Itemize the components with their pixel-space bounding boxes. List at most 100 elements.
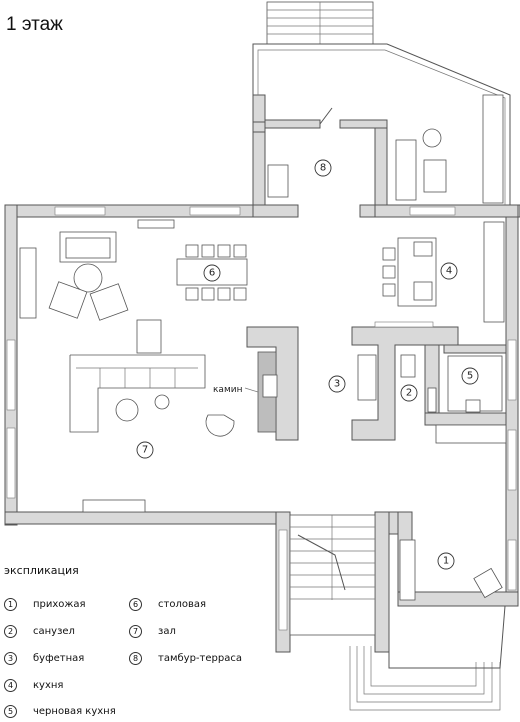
legend-label: буфетная (33, 652, 85, 664)
legend-number: 4 (4, 678, 17, 692)
window (54, 206, 106, 216)
legend-item: 8 тамбур-терраса (129, 650, 242, 666)
kitchen-bar (374, 321, 434, 328)
legend-number: 8 (129, 651, 142, 665)
svg-text:8: 8 (320, 163, 326, 174)
legend-label: зал (158, 625, 176, 637)
legend-number: 6 (129, 597, 142, 611)
room-marker-3: 3 (328, 375, 346, 393)
wall-hall-bottom (397, 591, 519, 607)
legend-title: экспликация (4, 564, 79, 577)
side-table (115, 398, 139, 422)
legend-number: 2 (4, 624, 17, 638)
stool (382, 265, 396, 279)
room-marker-1: 1 (437, 552, 455, 570)
armchair-right (89, 283, 129, 321)
fireplace-firebox (262, 374, 278, 398)
scullery-counter (435, 424, 507, 444)
toilet (400, 354, 416, 378)
tv-console (82, 499, 146, 513)
room-marker-5: 5 (461, 367, 479, 385)
wall-vestibule-top-r (339, 119, 388, 129)
ottoman (136, 319, 162, 354)
stool (382, 283, 396, 297)
room-markers: 1 2 3 4 5 6 7 8 (136, 159, 479, 570)
sofa-main (69, 354, 206, 433)
buffet-wall (351, 326, 459, 441)
wall-stair-right (374, 511, 390, 653)
svg-text:4: 4 (446, 266, 452, 277)
chair (233, 244, 247, 258)
svg-text:3: 3 (334, 379, 340, 390)
counter (482, 94, 504, 204)
scullery-sink (465, 399, 481, 413)
window (409, 206, 456, 216)
staircase (289, 514, 506, 711)
wall-vestibule-left (252, 94, 266, 218)
legend-number: 7 (129, 624, 142, 638)
sink (427, 387, 437, 413)
wall-vestibule-top-l (264, 119, 321, 129)
chair (185, 244, 199, 258)
hall-chair (473, 567, 503, 599)
legend-label: санузел (33, 625, 75, 637)
legend-item: 7 зал (129, 623, 176, 639)
svg-text:6: 6 (209, 268, 215, 279)
window (278, 529, 288, 631)
stool (154, 394, 170, 410)
terrace (252, 1, 511, 205)
legend-item: 1 прихожая (4, 596, 86, 612)
chair (217, 244, 231, 258)
scullery-bottom-wall (424, 412, 507, 426)
svg-text:5: 5 (467, 371, 473, 382)
wall-vestibule-right (374, 119, 388, 218)
kitchen-furniture (267, 94, 507, 444)
legend-label: кухня (33, 679, 64, 691)
console (137, 219, 175, 229)
windows (6, 206, 517, 631)
wall-vestibule-bottom-l (252, 204, 299, 218)
chair (185, 287, 199, 301)
floor-title: 1 этаж (6, 14, 63, 35)
kitchen-counter (483, 221, 505, 323)
legend-item: 2 санузел (4, 623, 75, 639)
radiator (267, 164, 289, 198)
island-sink (413, 241, 433, 257)
window (6, 427, 16, 499)
bench (395, 139, 417, 201)
legend-label: тамбур-терраса (158, 652, 242, 664)
room-marker-2: 2 (400, 384, 418, 402)
room-marker-7: 7 (136, 441, 154, 459)
legend-label: черновая кухня (33, 705, 116, 717)
chair (201, 287, 215, 301)
wall-bottom-left (4, 511, 291, 525)
island-hob (413, 281, 433, 301)
legend-number: 3 (4, 651, 17, 665)
legend-item: 6 столовая (129, 596, 206, 612)
window (507, 539, 517, 591)
sofa-top-seat (65, 237, 111, 259)
scullery-top-wall (443, 344, 507, 354)
chair (233, 287, 247, 301)
svg-text:2: 2 (406, 388, 412, 399)
small-table (423, 159, 447, 193)
window (507, 339, 517, 401)
legend-number: 1 (4, 597, 17, 611)
room-marker-8: 8 (314, 159, 332, 177)
legend-item: 4 кухня (4, 677, 63, 693)
chair (201, 244, 215, 258)
fireplace-wall (246, 326, 299, 441)
legend-number: 5 (4, 704, 17, 718)
window (507, 429, 517, 491)
svg-text:7: 7 (142, 445, 148, 456)
room-marker-4: 4 (440, 262, 458, 280)
window (6, 339, 16, 411)
legend-label: столовая (158, 598, 206, 610)
chair (217, 287, 231, 301)
living-furniture (19, 219, 235, 513)
window (189, 206, 241, 216)
stool (382, 247, 396, 261)
armchair-left (48, 281, 88, 319)
partitions (246, 321, 507, 441)
legend-label: прихожая (33, 598, 86, 610)
